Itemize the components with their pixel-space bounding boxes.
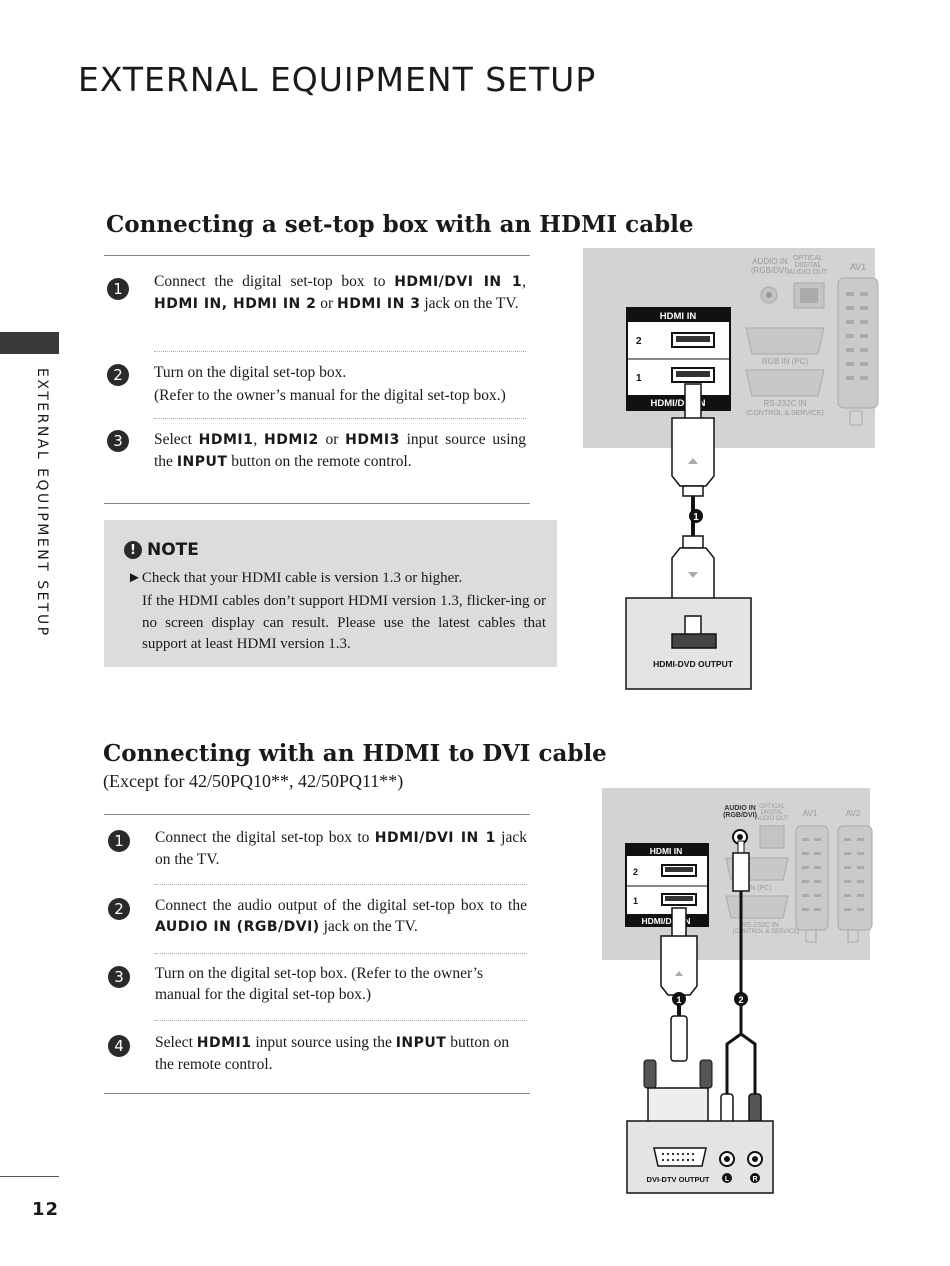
step-number: 3 (107, 430, 129, 452)
side-tab-marker (0, 332, 59, 354)
svg-text:AUDIO OUT: AUDIO OUT (789, 269, 829, 276)
svg-text:HDMI/DVI IN: HDMI/DVI IN (641, 916, 690, 926)
svg-text:HDMI-DVD OUTPUT: HDMI-DVD OUTPUT (653, 659, 734, 669)
svg-text:1: 1 (636, 373, 642, 384)
note-heading: ! NOTE (124, 540, 199, 560)
svg-text:(CONTROL & SERVICE): (CONTROL & SERVICE) (746, 410, 824, 417)
section1-bottom-rule (104, 503, 530, 504)
section1-step3-text: Select HDMI1, HDMI2 or HDMI3 input sourc… (154, 431, 527, 470)
section1-step1-text: Connect the digital set-top box to HDMI/… (154, 273, 526, 312)
svg-text:DIGITAL: DIGITAL (795, 262, 822, 269)
svg-text:AV1: AV1 (803, 809, 818, 818)
section1-heading: Connecting a set-top box with an HDMI ca… (106, 211, 694, 238)
step-number: 1 (107, 278, 129, 300)
divider (154, 351, 526, 352)
step-number: 2 (108, 898, 130, 920)
divider (155, 1020, 527, 1021)
svg-text:2: 2 (633, 867, 638, 877)
svg-text:2: 2 (738, 995, 743, 1005)
step-number: 2 (107, 364, 129, 386)
step-number: 3 (108, 966, 130, 988)
svg-text:AUDIO IN: AUDIO IN (724, 805, 756, 812)
section2-heading: Connecting with an HDMI to DVI cable (103, 740, 607, 767)
svg-text:RS-232C IN: RS-232C IN (763, 399, 806, 408)
hdmi-dvi-connection-diagram: AUDIO IN (RGB/DVI) OPTICAL DIGITAL AUDIO… (602, 788, 873, 1194)
svg-text:AUDIO IN: AUDIO IN (752, 257, 788, 266)
page-number: 12 (32, 1199, 60, 1220)
divider (154, 418, 526, 419)
svg-text:(RGB/DVI): (RGB/DVI) (723, 812, 757, 819)
svg-text:1: 1 (676, 995, 681, 1005)
svg-text:2: 2 (636, 336, 642, 347)
section2-step2-text: Connect the audio output of the digital … (155, 897, 527, 935)
svg-text:R: R (752, 1176, 757, 1183)
svg-text:HDMI IN: HDMI IN (660, 311, 697, 322)
svg-text:IN (PC): IN (PC) (748, 885, 771, 892)
svg-text:RS-232C IN: RS-232C IN (741, 922, 779, 929)
svg-text:HDMI/DVI IN: HDMI/DVI IN (651, 398, 706, 409)
svg-text:(CONTROL & SERVICE): (CONTROL & SERVICE) (733, 929, 800, 935)
step-number: 1 (108, 830, 130, 852)
note-box (104, 520, 557, 667)
svg-text:DIGITAL: DIGITAL (761, 810, 785, 816)
section1-top-rule (104, 255, 530, 256)
section2-subheading: (Except for 42/50PQ10**, 42/50PQ11**) (103, 771, 404, 791)
svg-text:1: 1 (693, 512, 699, 523)
svg-text:L: L (725, 1176, 730, 1183)
footer-rule (0, 1176, 59, 1177)
svg-text:(RGB/DVI): (RGB/DVI) (751, 266, 790, 275)
svg-text:AV2: AV2 (846, 809, 861, 818)
svg-text:DVI-DTV OUTPUT: DVI-DTV OUTPUT (647, 1175, 710, 1184)
svg-text:OPTICAL: OPTICAL (759, 804, 785, 810)
section2-step3-text: Turn on the digital set-top box. (Refer … (155, 965, 484, 1003)
hdmi-connection-diagram: AUDIO IN (RGB/DVI) OPTICAL DIGITAL AUDIO… (583, 248, 879, 690)
side-section-label: EXTERNAL EQUIPMENT SETUP (34, 368, 50, 638)
section1-step2-text: Turn on the digital set-top box. (Refer … (154, 364, 506, 404)
section2-step1-text: Connect the digital set-top box to HDMI/… (155, 829, 527, 868)
page-title: EXTERNAL EQUIPMENT SETUP (78, 60, 597, 99)
svg-text:OPTICAL: OPTICAL (793, 255, 823, 262)
step-number: 4 (108, 1035, 130, 1057)
svg-text:HDMI IN: HDMI IN (650, 846, 683, 856)
note-line1: ►Check that your HDMI cable is version 1… (127, 570, 463, 586)
svg-text:RGB IN (PC): RGB IN (PC) (762, 357, 809, 366)
divider (155, 884, 527, 885)
section2-top-rule (104, 814, 530, 815)
svg-text:1: 1 (633, 896, 638, 906)
divider (155, 953, 527, 954)
note-line2: If the HDMI cables don’t support HDMI ve… (142, 593, 546, 652)
section2-step4-text: Select HDMI1 input source using the INPU… (155, 1034, 510, 1073)
svg-text:AUDIO OUT: AUDIO OUT (755, 816, 789, 822)
warning-icon: ! (124, 541, 142, 559)
svg-text:AV1: AV1 (850, 262, 866, 272)
section2-bottom-rule (104, 1093, 530, 1094)
